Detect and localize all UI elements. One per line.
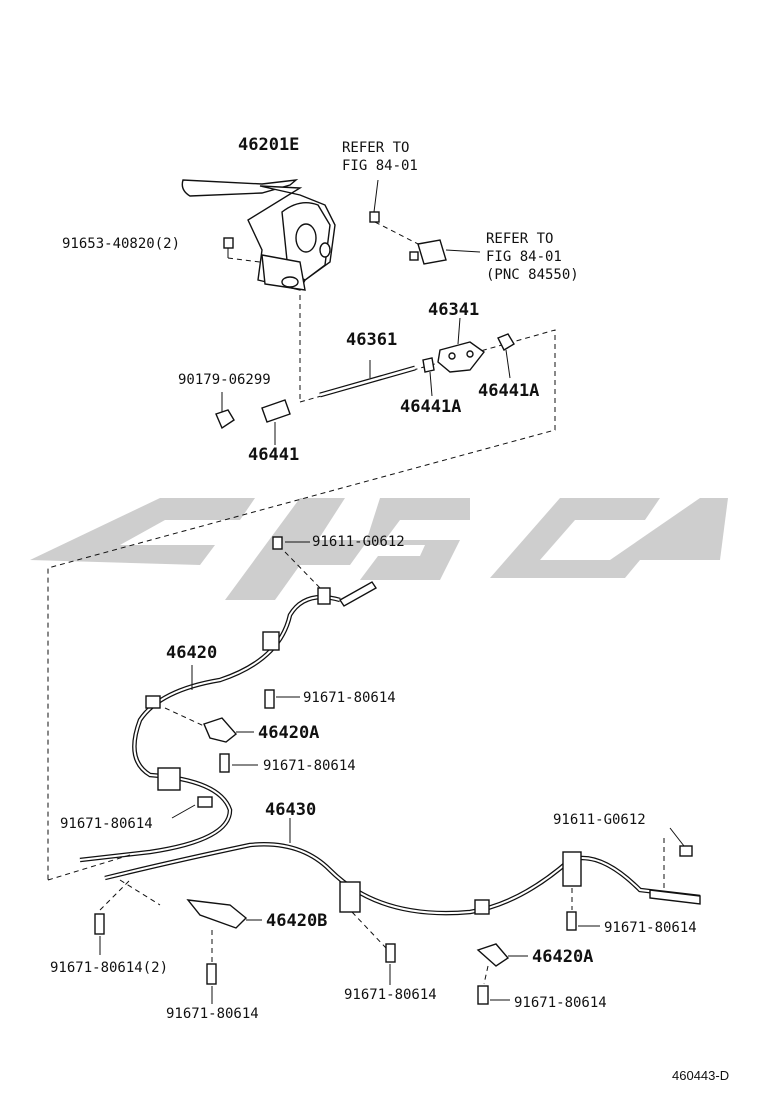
bolt-91611-top [272,536,323,591]
label-nut-mid: 46441A [400,397,461,417]
refer-2-line-3: (PNC 84550) [486,267,579,283]
label-nut-right: 46441A [478,381,539,401]
clamp-46420a-right [476,943,528,967]
refer-1-line-2: FIG 84-01 [342,158,418,174]
screw-refer-84-01 [369,179,421,246]
label-rod-nut-part: 90179-06299 [178,372,271,388]
bolt-91653 [223,237,261,263]
sleeve-nut [261,399,291,445]
adjusting-rod [319,360,416,398]
label-top-bolt: 91611-G0612 [312,534,405,550]
bolt-91671-3 [171,796,213,819]
bolt-91671-left-pair [94,879,131,955]
label-lever: 46201E [238,135,299,155]
refer-1-line-1: REFER TO [342,140,409,156]
bolt-91611-right [663,827,693,892]
label-cable-left: 46420 [166,643,217,663]
nut-46441a-mid [422,357,435,397]
label-lever-bolt: 91653-40820(2) [62,236,180,252]
clamp-46420a-left [164,707,254,743]
bolt-91671-bottom-mid [351,911,396,985]
diagram-code: 460443-D [672,1068,729,1083]
cable-46430 [104,818,701,916]
nut-46441a-right [497,333,515,379]
label-bolt-bottom-right: 91671-80614 [514,995,607,1011]
parking-brake-lever [181,179,336,291]
nut-90179 [215,392,235,430]
watermark-logo [30,498,728,600]
label-right-bolt: 91611-G0612 [553,812,646,828]
equalizer [437,317,486,373]
bolt-91671-bottom-left [206,930,217,1004]
brake-switch [409,239,481,265]
bolt-91671-right [566,888,600,931]
label-bolt-left-pair: 91671-80614(2) [50,960,168,976]
refer-2-line-2: FIG 84-01 [486,249,562,265]
bolt-91671-1 [264,689,300,709]
label-adjust-rod: 46361 [346,330,397,350]
bolt-91671-bottom-right [477,965,510,1005]
label-bolt-bottom-mid: 91671-80614 [344,987,437,1003]
bolt-91671-2 [219,753,258,773]
label-bolt-right: 91671-80614 [604,920,697,936]
clamp-46420b [186,899,262,929]
label-clamp-right: 46420A [532,947,593,967]
label-bolt-bottom-left: 91671-80614 [166,1006,259,1022]
label-bolt-3: 91671-80614 [60,816,153,832]
refer-2-line-1: REFER TO [486,231,553,247]
cable-46420 [79,581,378,863]
label-bolt-1: 91671-80614 [303,690,396,706]
label-rod-nut: 46441 [248,445,299,465]
label-clamp-b: 46420B [266,911,327,931]
label-bolt-2: 91671-80614 [263,758,356,774]
label-clamp-left: 46420A [258,723,319,743]
label-cable-right: 46430 [265,800,316,820]
label-equalizer: 46341 [428,300,479,320]
